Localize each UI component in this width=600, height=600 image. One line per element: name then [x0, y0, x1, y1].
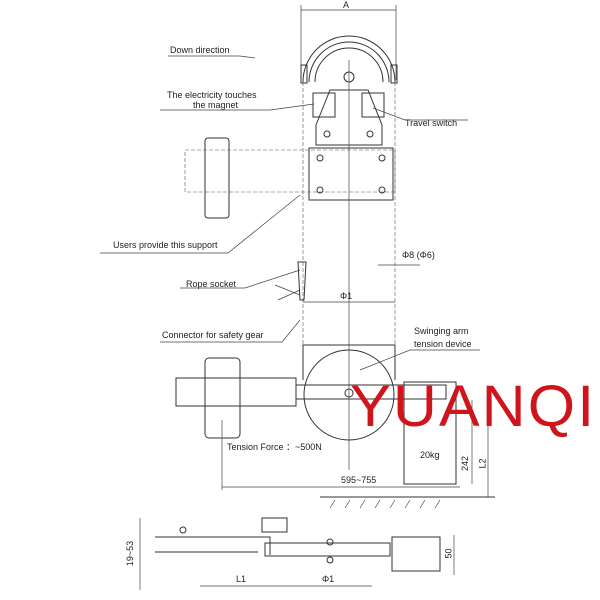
governor-sheave — [300, 35, 398, 146]
tension-device — [175, 344, 457, 485]
phi1-bottom-label: Φ1 — [322, 574, 335, 584]
dimension-50-label: 50 — [443, 548, 454, 559]
down-direction-label: Down direction — [170, 45, 230, 55]
tension-force-label: Tension Force ：~500N — [227, 442, 322, 452]
dimension-l1-label: L1 — [236, 574, 247, 584]
phi1-top-label: Φ1 — [340, 291, 353, 301]
dimension-19-53-label: 19~53 — [125, 540, 136, 567]
travel-switch-label: Travel switch — [405, 118, 458, 128]
rope-socket-label: Rope socket — [186, 279, 237, 289]
rope-diameter-label: Φ8 (Φ6) — [402, 250, 435, 260]
dimension-l2-label: L2 — [477, 458, 488, 469]
yuanqi-watermark: YUANQI — [350, 374, 597, 439]
electricity-label-line1: The electricity touches — [167, 90, 257, 100]
bottom-view — [139, 517, 455, 590]
users-support-label: Users provide this support — [113, 240, 218, 250]
connector-label: Connector for safety gear — [162, 330, 264, 340]
dimension-range-label: 595~755 — [341, 475, 377, 485]
dimension-a-label: A — [343, 0, 350, 10]
swinging-arm-label-line1: Swinging arm — [414, 326, 469, 336]
weight-label: 20kg — [420, 450, 440, 460]
swinging-arm-label-line2: tension device — [414, 339, 472, 349]
electricity-label-line2: the magnet — [193, 100, 239, 110]
dimension-242-label: 242 — [460, 455, 471, 472]
